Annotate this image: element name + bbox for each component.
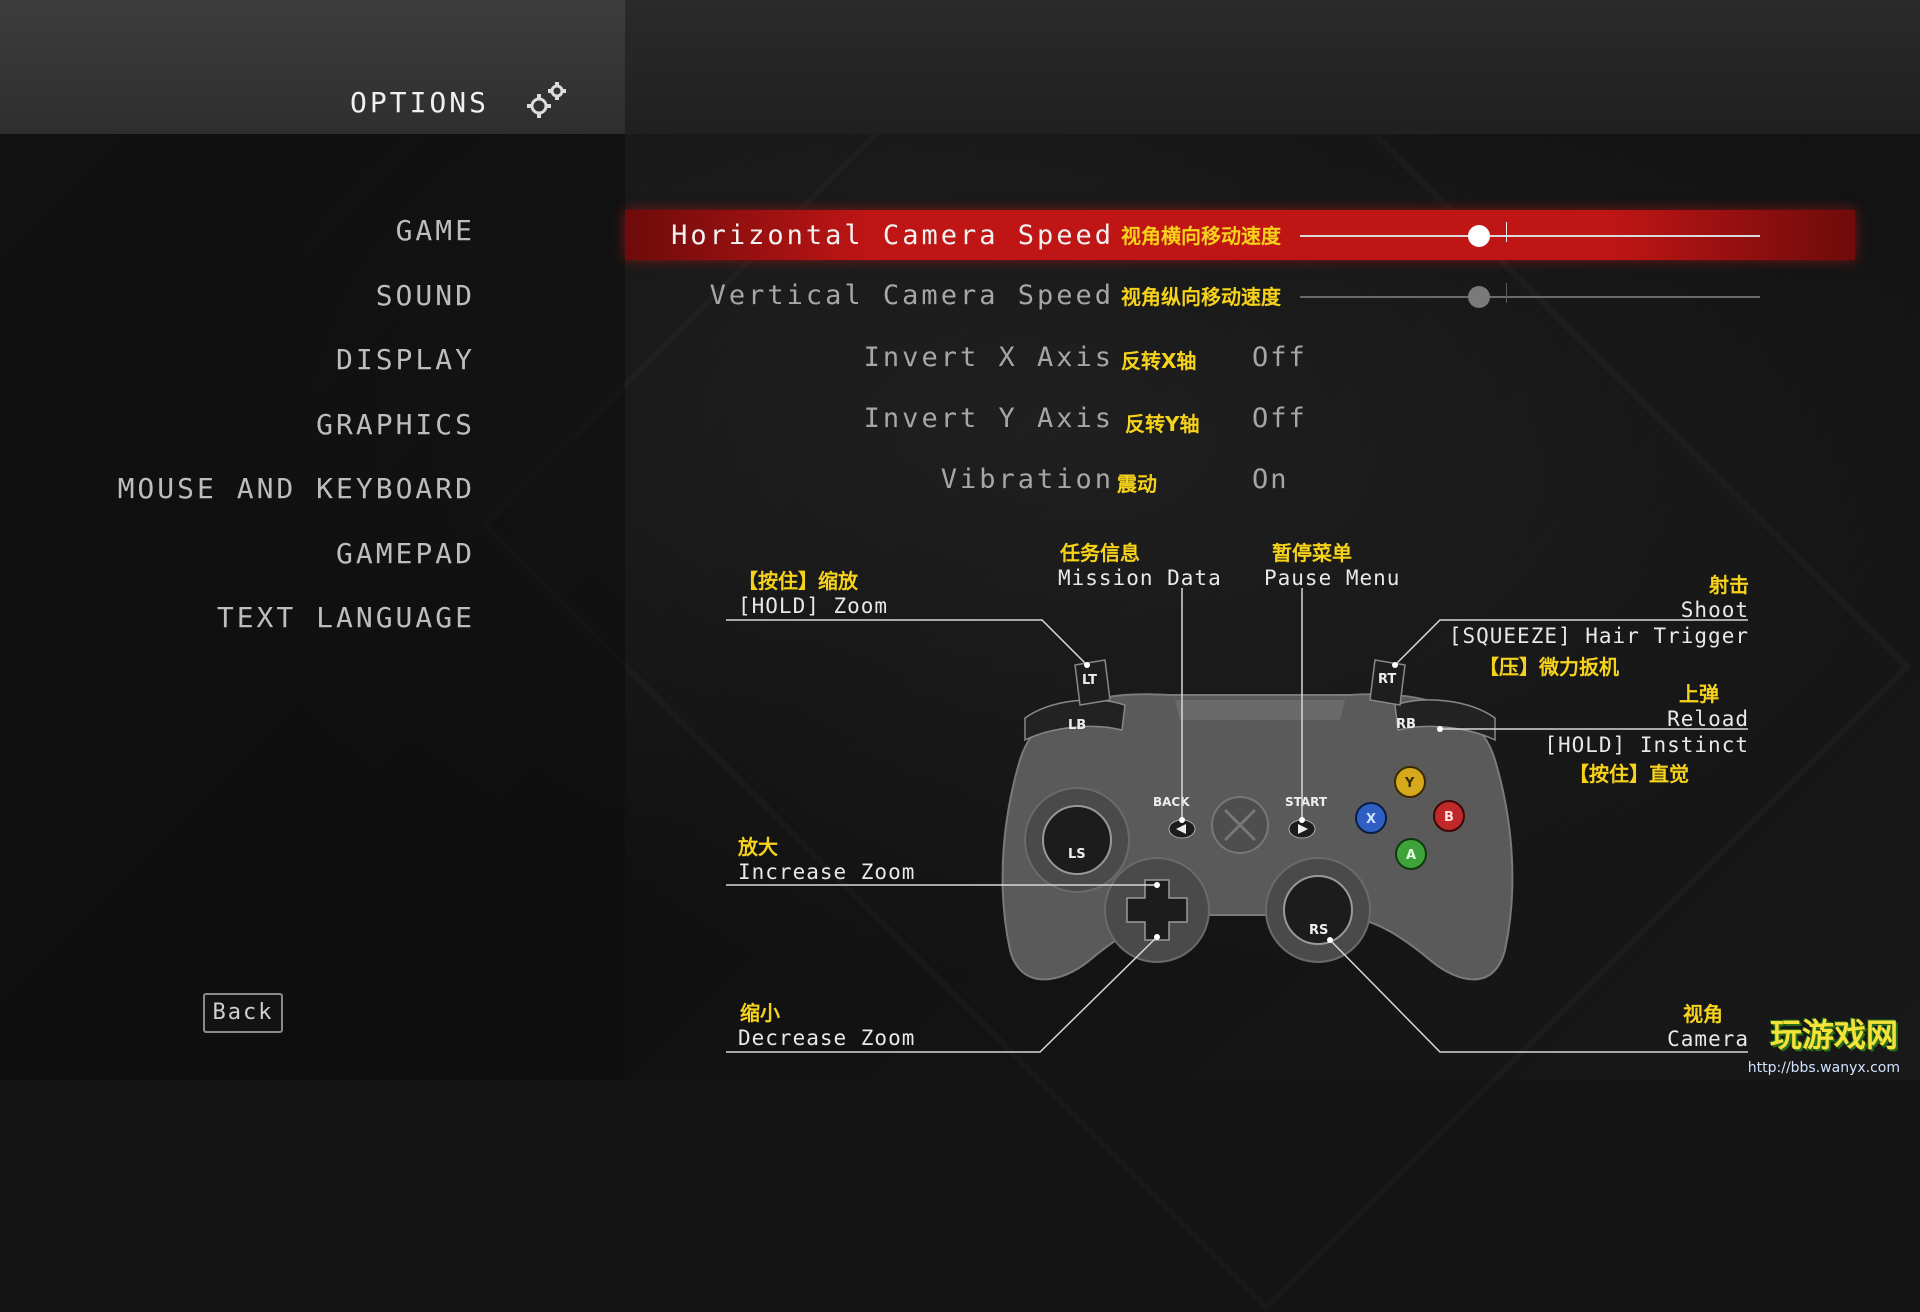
callout-decrease-zoom: 缩小 Decrease Zoom xyxy=(738,1000,915,1050)
callout-en: [SQUEEZE] Hair Trigger xyxy=(1448,624,1749,648)
callout-reload: 上弹 Reload xyxy=(1667,681,1749,731)
setting-cn-label: 反转X轴 xyxy=(1121,349,1197,373)
menu-item-gamepad[interactable]: GAMEPAD xyxy=(335,536,475,570)
invert-y-value[interactable]: Off xyxy=(1252,403,1307,434)
h-speed-slider-knob[interactable] xyxy=(1468,225,1491,247)
setting-horizontal-camera-speed[interactable]: Horizontal Camera Speed xyxy=(620,212,1114,260)
callout-en: [HOLD] Zoom xyxy=(738,594,889,618)
menu-item-sound[interactable]: SOUND xyxy=(375,278,475,312)
menu-item-text-language[interactable]: TEXT LANGUAGE xyxy=(216,601,475,634)
v-speed-slider-track[interactable] xyxy=(1300,296,1760,298)
callout-en: Mission Data xyxy=(1058,566,1222,590)
callout-hair-trigger: [SQUEEZE] Hair Trigger 【压】微力扳机 xyxy=(1449,624,1749,680)
options-menu: GAME SOUND DISPLAY GRAPHICS MOUSE AND KE… xyxy=(118,208,475,660)
callout-instinct: [HOLD] Instinct 【按住】直觉 xyxy=(1544,733,1749,787)
callout-camera: 视角 Camera xyxy=(1667,1001,1749,1051)
v-speed-slider-tick xyxy=(1506,283,1507,303)
callout-en: Camera xyxy=(1667,1027,1749,1051)
callout-en: Pause Menu xyxy=(1264,566,1401,590)
menu-item-game[interactable]: GAME xyxy=(395,214,475,247)
callout-cn: 缩小 xyxy=(740,1001,780,1025)
watermark-url: http://bbs.wanyx.com xyxy=(1747,1060,1900,1076)
menu-item-display[interactable]: DISPLAY xyxy=(335,343,475,376)
menu-item-graphics[interactable]: GRAPHICS xyxy=(316,407,475,441)
callout-cn: 任务信息 xyxy=(1060,541,1140,565)
header-left-bar xyxy=(0,0,625,134)
setting-vertical-camera-speed[interactable]: Vertical Camera Speed xyxy=(620,272,1114,320)
setting-vibration[interactable]: Vibration xyxy=(620,456,1114,504)
callout-cn: 【压】微力扳机 xyxy=(1479,655,1619,679)
setting-cn-label: 视角横向移动速度 xyxy=(1121,224,1281,248)
callout-pause-menu: 暂停菜单 Pause Menu xyxy=(1264,540,1400,590)
callout-en: Increase Zoom xyxy=(738,860,916,884)
callout-zoom-hold: 【按住】缩放 [HOLD] Zoom xyxy=(738,568,888,618)
menu-item-mouse-keyboard[interactable]: MOUSE AND KEYBOARD xyxy=(117,472,475,505)
setting-label: Invert Y Axis xyxy=(863,403,1114,434)
h-speed-slider-track[interactable] xyxy=(1300,235,1760,237)
setting-label: Horizontal Camera Speed xyxy=(671,220,1114,251)
callout-cn: 上弹 xyxy=(1679,682,1719,706)
setting-label: Vibration xyxy=(940,464,1114,495)
callout-en: Shoot xyxy=(1680,598,1749,622)
setting-cn-label: 视角纵向移动速度 xyxy=(1121,285,1281,309)
callout-cn: 暂停菜单 xyxy=(1272,541,1352,565)
callout-cn: 【按住】缩放 xyxy=(738,569,858,593)
setting-invert-y-axis[interactable]: Invert Y Axis xyxy=(620,395,1114,443)
v-speed-slider-knob[interactable] xyxy=(1468,286,1491,308)
callout-en: [HOLD] Instinct xyxy=(1544,733,1749,757)
setting-invert-x-axis[interactable]: Invert X Axis xyxy=(620,334,1114,382)
vibration-value[interactable]: On xyxy=(1252,464,1289,495)
left-panel xyxy=(0,134,625,1080)
invert-x-value[interactable]: Off xyxy=(1252,342,1307,373)
callout-cn: 射击 xyxy=(1709,573,1749,597)
watermark-logo-text: 玩游戏网 xyxy=(1769,1016,1898,1054)
setting-label: Vertical Camera Speed xyxy=(709,280,1114,311)
callout-cn: 【按住】直觉 xyxy=(1569,762,1689,786)
header-right-bar xyxy=(625,0,1920,134)
page-title: OPTIONS xyxy=(350,86,490,119)
callout-cn: 视角 xyxy=(1683,1002,1723,1026)
gear-icon xyxy=(527,82,566,118)
callout-increase-zoom: 放大 Increase Zoom xyxy=(738,834,915,884)
setting-label: Invert X Axis xyxy=(863,342,1114,373)
h-speed-slider-tick xyxy=(1506,222,1507,242)
setting-cn-label: 反转Y轴 xyxy=(1125,412,1200,436)
site-watermark: 玩游戏网 http://bbs.wanyx.com xyxy=(1676,1010,1906,1078)
callout-en: Reload xyxy=(1667,707,1749,731)
back-button[interactable]: Back xyxy=(203,993,283,1033)
callout-en: Decrease Zoom xyxy=(738,1026,916,1050)
callout-cn: 放大 xyxy=(738,835,778,859)
setting-cn-label: 震动 xyxy=(1117,472,1157,496)
callout-shoot: 射击 Shoot xyxy=(1681,572,1749,622)
callout-mission-data: 任务信息 Mission Data xyxy=(1058,540,1222,590)
